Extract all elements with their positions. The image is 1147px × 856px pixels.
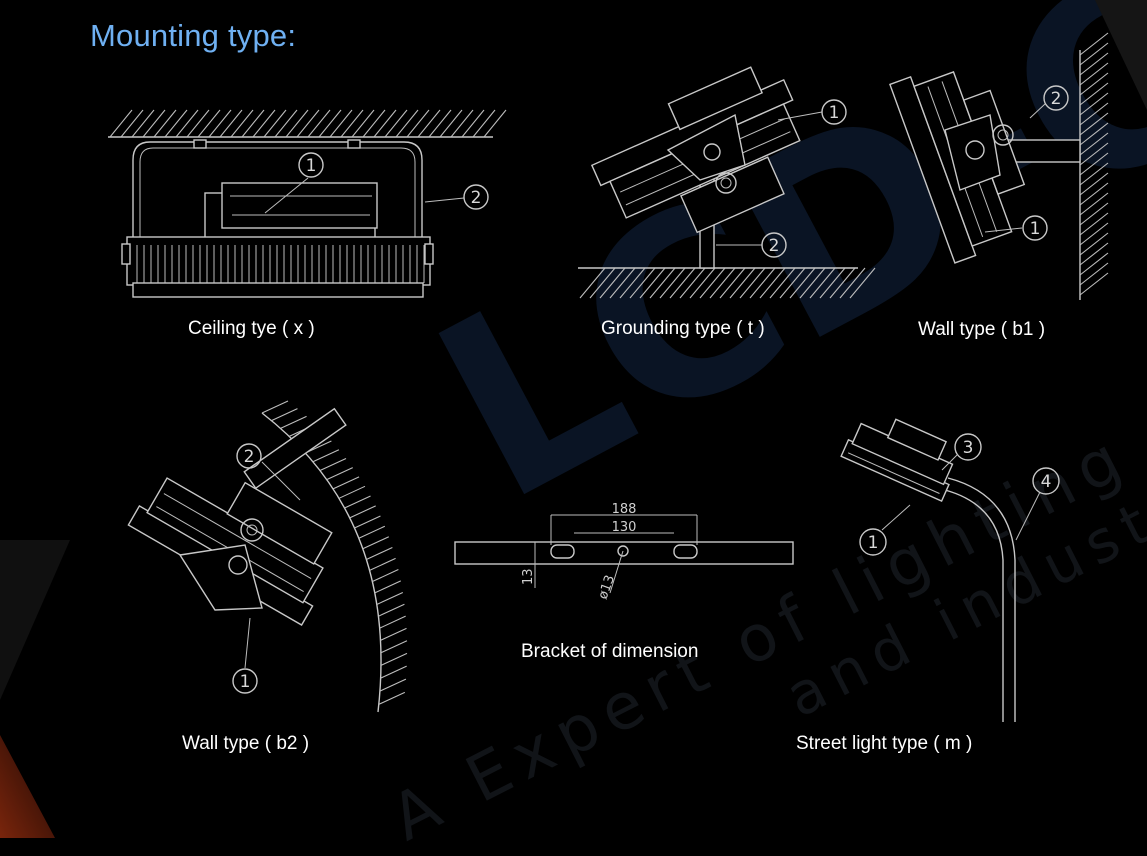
callout-2-label: 2: [471, 188, 482, 208]
callout-2-circle: [463, 184, 489, 210]
caption-wall-b1: Wall type ( b1 ): [918, 319, 1046, 340]
caption-ceiling: Ceiling tye ( x ): [188, 318, 315, 339]
dim-hole: ø13: [596, 573, 618, 601]
wall-b1-callout-1: 1: [1030, 219, 1041, 239]
street-callout-3: 3: [963, 438, 974, 458]
caption-street-light: Street light type ( m ): [796, 733, 973, 754]
left-dark-band: [0, 540, 70, 700]
wall-b2-callout-2: 2: [244, 447, 255, 467]
street-callout-4: 4: [1041, 472, 1052, 492]
bracket-diagram: 188 130 13 ø13: [454, 502, 794, 601]
drawings-canvas: 1 2: [0, 0, 1147, 838]
caption-grounding: Grounding type ( t ): [601, 318, 765, 339]
dim-outer: 188: [612, 502, 637, 517]
grounding-diagram: 1 2: [578, 66, 876, 299]
callout-1-circle: [298, 152, 324, 178]
street-callout-1: 1: [868, 533, 879, 553]
wall-b2-diagram: 2 1: [127, 400, 408, 713]
wall-b1-diagram: 2 1: [889, 32, 1109, 300]
wall-b1-callout-2: 2: [1051, 89, 1062, 109]
grounding-callout-2: 2: [769, 236, 780, 256]
corner-accent-band: [0, 735, 55, 838]
street-light-diagram: 3 4 1: [840, 418, 1060, 722]
wall-b2-callout-1: 1: [240, 672, 251, 692]
ceiling-hatch: [109, 109, 507, 138]
caption-bracket: Bracket of dimension: [521, 641, 699, 662]
dim-inner: 130: [612, 520, 637, 535]
caption-wall-b2: Wall type ( b2 ): [182, 733, 310, 754]
callout-1-label: 1: [306, 156, 317, 176]
grounding-callout-1: 1: [829, 103, 840, 123]
ceiling-diagram: 1 2: [108, 109, 507, 298]
right-edge-band: [1095, 0, 1147, 110]
dim-height: 13: [521, 568, 536, 585]
page-title: Mounting type:: [90, 18, 297, 53]
